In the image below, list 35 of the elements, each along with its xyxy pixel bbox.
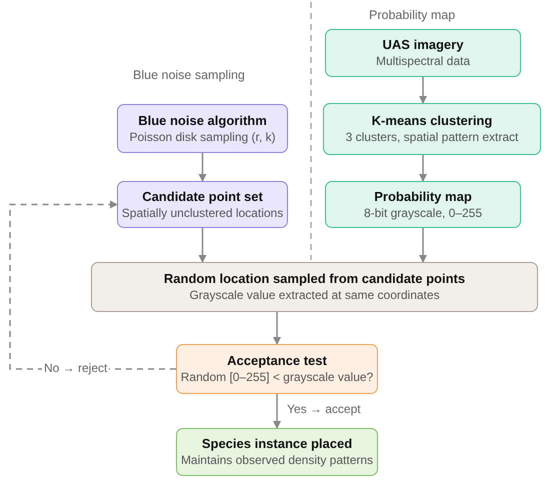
- box-title: UAS imagery: [382, 36, 464, 53]
- process-box: [325, 181, 521, 228]
- process-box: [117, 104, 288, 153]
- box-title: Probability map: [374, 188, 472, 204]
- process-box: [325, 29, 521, 77]
- edge-label: Yes → accept: [285, 402, 363, 416]
- edge-label: No → reject: [42, 361, 110, 375]
- box-description: Poisson disk sampling (r, k): [129, 128, 276, 146]
- arrow: [273, 394, 281, 429]
- box-description: Multispectral data: [376, 53, 470, 70]
- process-box: [323, 103, 541, 155]
- arrow: [273, 312, 281, 345]
- box-title: Candidate point set: [142, 188, 263, 204]
- process-box: [176, 344, 378, 394]
- box-title: K-means clustering: [372, 112, 492, 129]
- box-description: 3 clusters, spatial pattern extract: [346, 129, 518, 146]
- box-title: Species instance placed: [202, 435, 352, 452]
- arrow: [419, 77, 427, 104]
- box-description: Grayscale value extracted at same coordinates: [189, 287, 440, 304]
- section-label: Probability map: [369, 8, 456, 22]
- box-title: Random location sampled from candidate points: [164, 270, 466, 287]
- process-box: [176, 428, 378, 476]
- arrow: [419, 155, 427, 182]
- section-label: Blue noise sampling: [133, 68, 245, 82]
- process-box: [117, 181, 288, 228]
- box-description: Random [0–255] < grayscale value?: [180, 369, 374, 386]
- box-description: Maintains observed density patterns: [180, 452, 374, 469]
- arrow: [198, 228, 206, 263]
- process-box: [91, 262, 538, 312]
- box-title: Acceptance test: [227, 352, 327, 369]
- box-description: 8-bit grayscale, 0–255: [364, 204, 482, 222]
- box-title: Blue noise algorithm: [138, 112, 267, 128]
- arrow: [419, 228, 427, 263]
- box-description: Spatially unclustered locations: [122, 204, 284, 222]
- arrow: [198, 153, 206, 182]
